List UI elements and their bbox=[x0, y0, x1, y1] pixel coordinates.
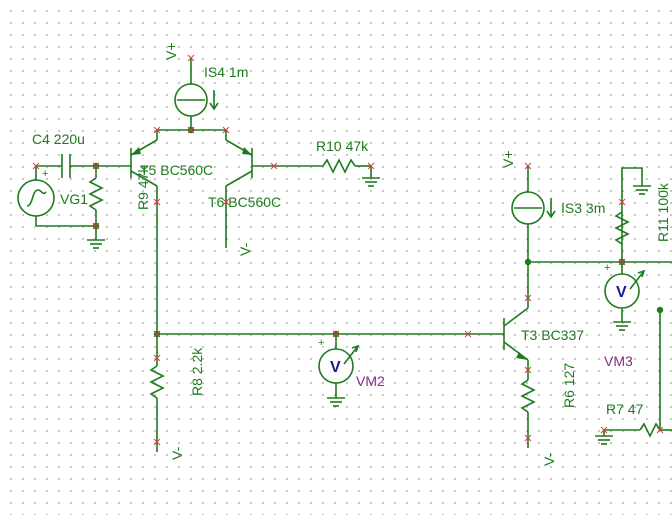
vm3-plus: + bbox=[604, 262, 610, 274]
resistor-r8[interactable]: R8 2.2k V- bbox=[149, 334, 205, 460]
transistor-t5[interactable]: T5 BC560C bbox=[130, 130, 213, 334]
vm3-label: VM3 bbox=[604, 353, 633, 369]
current-source-is3[interactable]: V+ IS3 3m bbox=[500, 150, 605, 262]
ground-input bbox=[87, 226, 105, 249]
capacitor-c4[interactable]: C4 220u bbox=[32, 131, 131, 178]
vm2-label: VM2 bbox=[356, 373, 385, 389]
current-source-is4[interactable]: V+ IS4 1m bbox=[163, 42, 248, 130]
vplus-label-is4: V+ bbox=[163, 42, 179, 60]
resistor-r9[interactable]: R9 47k bbox=[88, 165, 151, 226]
t3-label: T3 BC337 bbox=[521, 327, 584, 343]
r11-label: R11 100k bbox=[655, 182, 671, 242]
is4-label: IS4 1m bbox=[204, 64, 248, 80]
r9-label: R9 47k bbox=[135, 165, 151, 210]
vg1-plus: + bbox=[42, 168, 48, 180]
vminus-label-r6: V- bbox=[541, 452, 557, 466]
r7-label: R7 47 bbox=[606, 401, 644, 417]
vm2-plus: + bbox=[318, 337, 324, 349]
vg1-label: VG1 bbox=[60, 191, 88, 207]
transistor-t3[interactable]: T3 BC337 bbox=[503, 262, 584, 361]
voltmeter-vm3[interactable]: V + VM3 bbox=[604, 262, 646, 369]
resistor-r10[interactable]: R10 47k bbox=[252, 138, 380, 187]
is3-label: IS3 3m bbox=[561, 200, 605, 216]
resistor-r7[interactable]: R7 47 bbox=[595, 306, 672, 445]
c4-label: C4 220u bbox=[32, 131, 85, 147]
pin-marks bbox=[32, 54, 664, 446]
transistor-t6[interactable]: T6 BC560C V- bbox=[208, 130, 281, 256]
vm3-glyph: V bbox=[616, 284, 627, 301]
vm2-glyph: V bbox=[330, 359, 341, 376]
r8-label: R8 2.2k bbox=[189, 347, 205, 396]
resistor-r11[interactable]: R11 100k bbox=[614, 167, 671, 262]
r6-label: R6 127 bbox=[561, 363, 577, 408]
t5-label: T5 BC560C bbox=[140, 162, 213, 178]
r10-label: R10 47k bbox=[316, 138, 369, 154]
t6-label: T6 BC560C bbox=[208, 194, 281, 210]
source-vg1[interactable]: + VG1 bbox=[17, 166, 88, 226]
vminus-label-t6: V- bbox=[237, 242, 253, 256]
resistor-r6[interactable]: R6 127 V- bbox=[520, 360, 577, 466]
voltmeter-vm2[interactable]: V + VM2 bbox=[318, 334, 385, 407]
vminus-label-r8: V- bbox=[169, 446, 185, 460]
vplus-label-is3: V+ bbox=[500, 150, 516, 168]
